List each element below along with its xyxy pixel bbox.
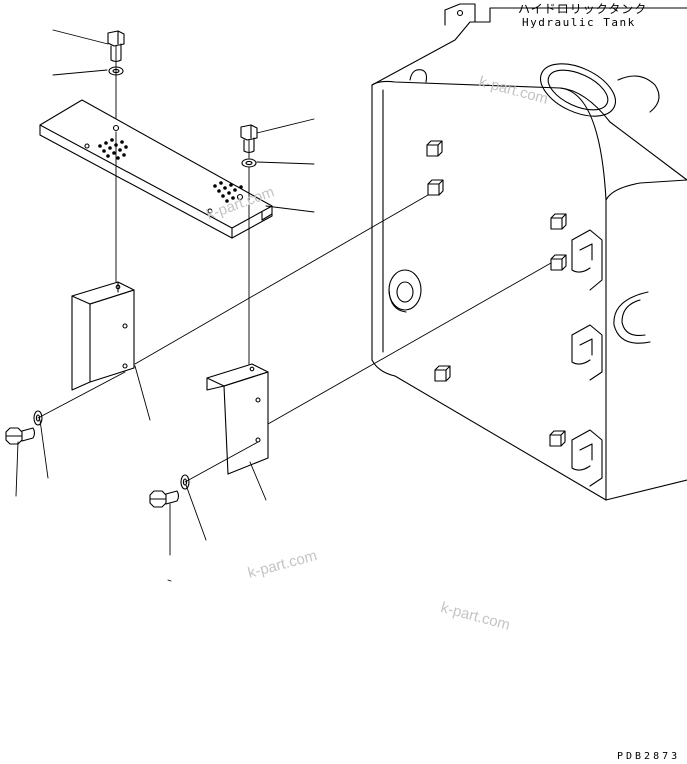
bracket-left [71,281,135,391]
bracket-right [206,363,269,475]
leader-lines [15,29,315,582]
title-english: Hydraulic Tank [522,16,636,29]
hydraulic-tank [371,3,687,501]
washer-top-right [241,158,257,168]
plate-top [39,99,273,239]
drawing-code: PDB2873 [617,751,681,762]
washer-lower-right [180,474,190,490]
washer-lower-left [33,410,43,426]
bolt-lower-right [149,490,180,508]
assembly-lines [37,45,552,483]
bolt-lower-left [5,427,36,445]
title-japanese: ハイドロリックタンク [518,2,648,16]
